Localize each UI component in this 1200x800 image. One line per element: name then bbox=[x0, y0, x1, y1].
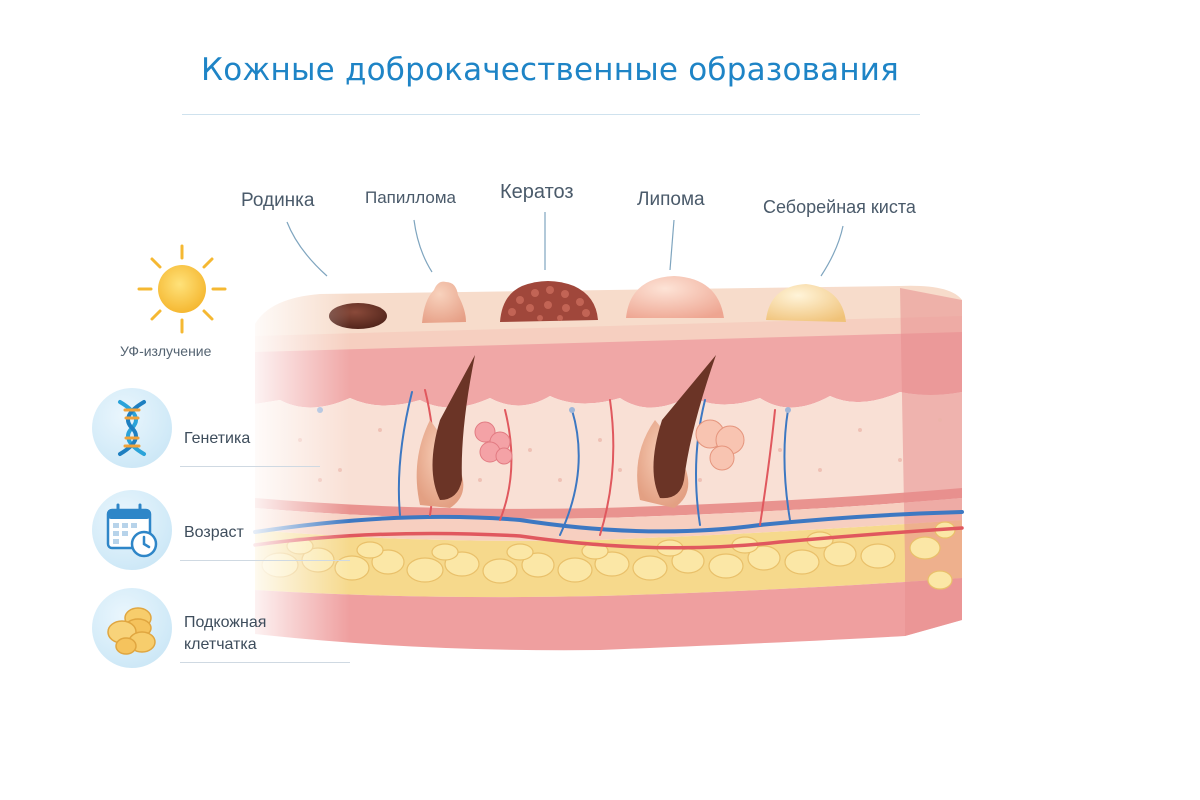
fat-label-line1: Подкожная bbox=[184, 612, 266, 634]
fat-cells-icon bbox=[92, 588, 172, 668]
papilloma bbox=[422, 282, 466, 323]
keratosis bbox=[500, 281, 598, 322]
genetics-label: Генетика bbox=[184, 428, 250, 450]
age-label: Возраст bbox=[184, 522, 244, 544]
fat-rule bbox=[180, 662, 350, 663]
fat-label: Подкожная клетчатка bbox=[184, 612, 266, 656]
genetics-rule bbox=[180, 466, 320, 467]
lipoma bbox=[626, 276, 724, 318]
calendar-clock-icon bbox=[92, 490, 172, 570]
genetics-circle bbox=[92, 388, 172, 468]
sun-icon bbox=[139, 246, 225, 332]
dermis-layer bbox=[255, 392, 962, 511]
age-circle bbox=[92, 490, 172, 570]
dna-icon bbox=[92, 388, 172, 468]
age-rule bbox=[180, 560, 350, 561]
fat-label-line2: клетчатка bbox=[184, 634, 266, 656]
uv-label: УФ-излучение bbox=[120, 343, 211, 359]
fat-circle bbox=[92, 588, 172, 668]
